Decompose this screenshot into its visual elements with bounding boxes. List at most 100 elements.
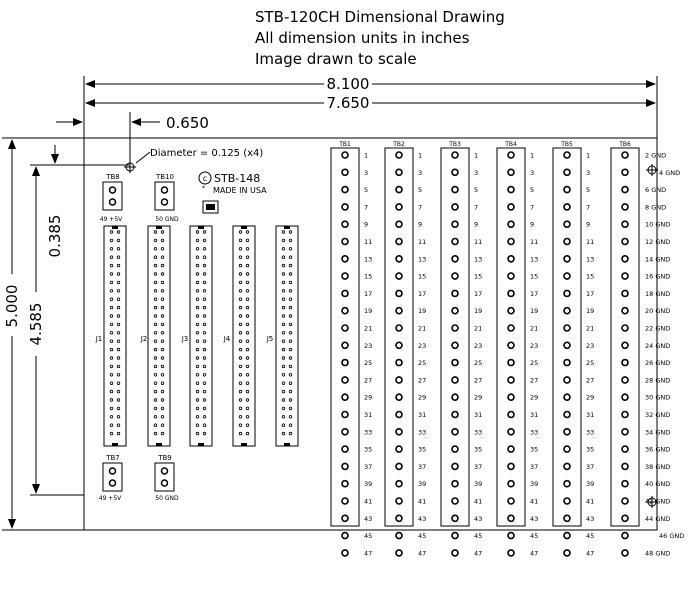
connector-pin bbox=[160, 263, 165, 268]
pin-number: 27 bbox=[586, 376, 594, 384]
block-label: TB9 bbox=[157, 454, 172, 462]
connector-pin bbox=[245, 230, 250, 234]
connector-pin bbox=[245, 389, 250, 394]
terminal-screw bbox=[507, 393, 515, 402]
connector-pin bbox=[202, 314, 207, 318]
terminal-screw bbox=[160, 479, 169, 487]
terminal-screw bbox=[341, 289, 349, 298]
terminal-screw bbox=[108, 186, 117, 194]
connector-pin bbox=[238, 305, 243, 310]
terminal-screw bbox=[563, 203, 571, 211]
terminal-screw bbox=[451, 462, 459, 471]
terminal-screw bbox=[395, 531, 403, 540]
connector-pin bbox=[153, 247, 158, 251]
connector-pin bbox=[281, 255, 286, 259]
terminal-screw bbox=[395, 237, 403, 246]
connector-pin bbox=[160, 297, 165, 301]
pin-number: 1 bbox=[586, 152, 590, 160]
pin-number: 5 bbox=[530, 186, 534, 194]
gnd-pin-label: 30 GND bbox=[645, 394, 670, 402]
connector-label: J5 bbox=[266, 335, 274, 343]
connector-pin bbox=[238, 263, 243, 268]
connector-pin bbox=[288, 406, 293, 411]
pin-number: 39 bbox=[474, 480, 482, 488]
terminal-screw bbox=[563, 531, 571, 540]
connector-pin bbox=[202, 339, 207, 343]
connector-pin bbox=[202, 389, 207, 394]
gnd-pin-label: 6 GND bbox=[645, 186, 666, 194]
connector-pin bbox=[281, 415, 286, 419]
terminal-screw bbox=[563, 479, 571, 488]
pin-number: 35 bbox=[474, 446, 482, 454]
strip-label: TB2 bbox=[392, 141, 405, 148]
connector-pin bbox=[195, 423, 200, 427]
pin-number: 47 bbox=[364, 549, 372, 557]
connector-pin bbox=[195, 238, 200, 243]
board-model: STB-148 bbox=[214, 172, 260, 185]
connector-pin bbox=[195, 305, 200, 310]
terminal-screw bbox=[395, 410, 403, 419]
terminal-screw bbox=[451, 549, 459, 557]
terminal-screw bbox=[507, 514, 515, 523]
pin-number: 41 bbox=[364, 498, 372, 506]
connector-pin bbox=[160, 322, 165, 327]
pin-number: 27 bbox=[418, 376, 426, 384]
connector-pin bbox=[202, 305, 207, 310]
terminal-screw bbox=[621, 289, 629, 298]
pin-number: 17 bbox=[364, 290, 372, 298]
pin-number: 31 bbox=[530, 411, 538, 419]
terminal-screw bbox=[563, 272, 571, 280]
connector-pin bbox=[288, 431, 293, 436]
gnd-pin-label: 46 GND bbox=[659, 532, 684, 540]
connector-pin bbox=[116, 297, 121, 301]
gnd-pin-label: 38 GND bbox=[645, 463, 670, 471]
connector-pin bbox=[281, 431, 286, 436]
pin-number: 17 bbox=[586, 290, 594, 298]
connector-pin bbox=[202, 423, 207, 427]
terminal-screw bbox=[563, 358, 571, 367]
terminal-screw bbox=[451, 376, 459, 384]
terminal-screw bbox=[563, 549, 571, 557]
connector-pin bbox=[160, 255, 165, 259]
terminal-screw bbox=[621, 479, 629, 488]
terminal-screw bbox=[563, 151, 571, 159]
connector-pin bbox=[202, 230, 207, 234]
terminal-screw bbox=[563, 393, 571, 402]
terminal-screw bbox=[451, 237, 459, 246]
connector-pin bbox=[238, 398, 243, 402]
pin-number: 27 bbox=[364, 376, 372, 384]
pin-number: 13 bbox=[474, 255, 482, 263]
pin-number: 31 bbox=[364, 411, 372, 419]
strip-label: TB3 bbox=[448, 141, 461, 148]
connector-pin bbox=[109, 373, 114, 377]
gnd-pin-label: 18 GND bbox=[645, 290, 670, 298]
terminal-screw bbox=[395, 289, 403, 298]
connector-pin bbox=[116, 415, 121, 419]
connector-pin bbox=[153, 423, 158, 427]
connector-pin bbox=[245, 322, 250, 327]
connector-pin bbox=[202, 331, 207, 335]
connector-pin bbox=[160, 289, 165, 293]
connector-pin bbox=[288, 347, 293, 352]
terminal-screw bbox=[507, 549, 515, 557]
ribbon-connector bbox=[232, 225, 256, 447]
connector-pin bbox=[245, 431, 250, 436]
connector-pin bbox=[245, 398, 250, 402]
terminal-screw bbox=[621, 237, 629, 246]
connector-pin bbox=[160, 238, 165, 243]
connector-key bbox=[241, 443, 247, 446]
connector-pin bbox=[195, 280, 200, 285]
gnd-pin-label: 10 GND bbox=[645, 221, 670, 229]
terminal-screw bbox=[507, 254, 515, 263]
pin-number: 13 bbox=[530, 255, 538, 263]
terminal-screw bbox=[451, 324, 459, 332]
pin-number: 33 bbox=[418, 428, 426, 436]
pin-number: 45 bbox=[586, 532, 594, 540]
connector-pin bbox=[116, 263, 121, 268]
connector-pin bbox=[153, 230, 158, 234]
terminal-screw bbox=[341, 358, 349, 367]
connector-pin bbox=[281, 314, 286, 318]
terminal-screw bbox=[341, 168, 349, 177]
pin-number: 39 bbox=[530, 480, 538, 488]
connector-key bbox=[198, 226, 204, 229]
